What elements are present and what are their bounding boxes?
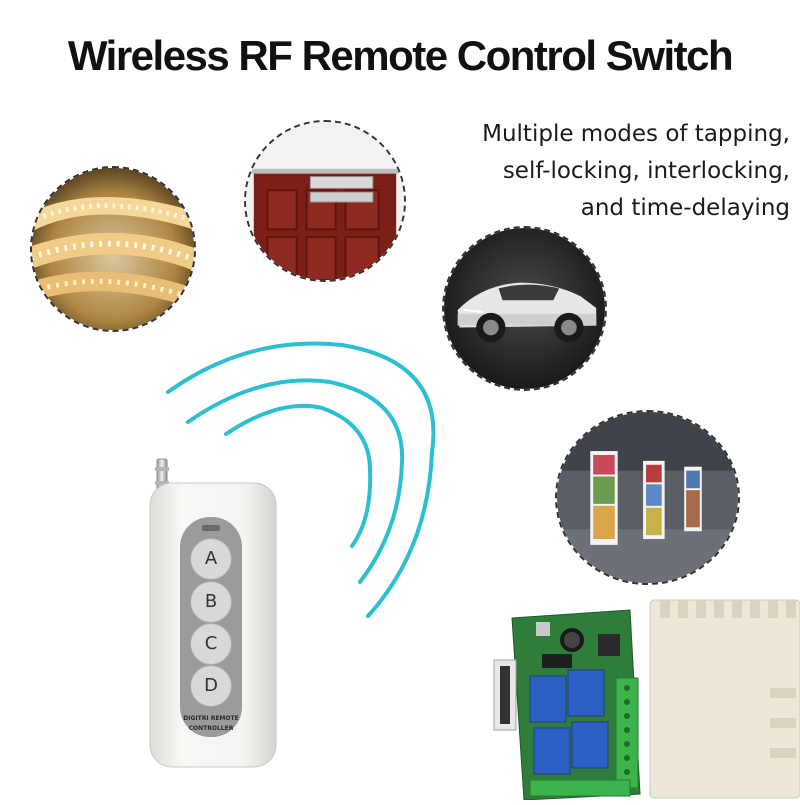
feature-line: Multiple modes of tapping,	[482, 121, 790, 147]
rf-remote: A B C D DIGITRI REMOTE CONTROLLER	[140, 455, 280, 770]
remote-label: DIGITRI REMOTE	[183, 715, 239, 722]
remote-button-d[interactable]: D	[190, 665, 232, 707]
remote-button-b[interactable]: B	[190, 581, 232, 623]
relay-receiver-board	[490, 598, 800, 801]
feature-line: and time-delaying	[580, 195, 790, 221]
led-strip-photo	[30, 166, 196, 332]
feature-line: self-locking, interlocking,	[502, 158, 790, 184]
door-lock-photo	[244, 120, 406, 282]
remote-button-c[interactable]: C	[190, 623, 232, 665]
remote-label: CONTROLLER	[188, 725, 234, 732]
car-photo	[442, 226, 607, 391]
page-title: Wireless RF Remote Control Switch	[67, 32, 734, 79]
feature-description: Multiple modes of tapping, self-locking,…	[482, 116, 790, 227]
remote-button-a[interactable]: A	[190, 538, 232, 580]
display-wall-photo	[555, 410, 740, 585]
